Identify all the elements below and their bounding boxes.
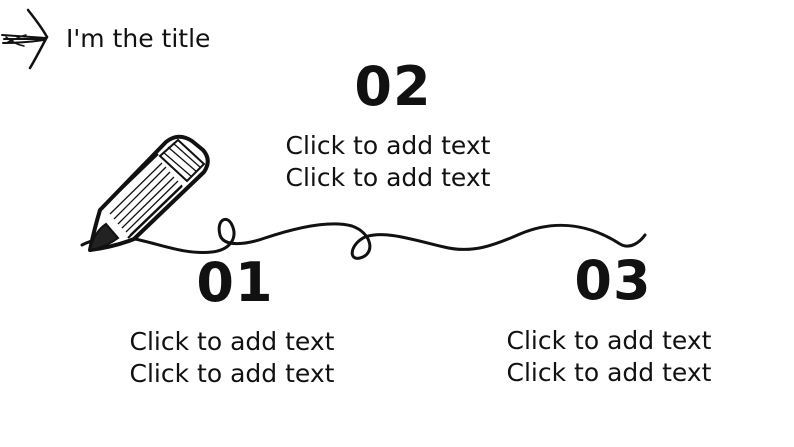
step-text-line: Click to add text	[285, 131, 491, 160]
wavy-line	[80, 217, 647, 260]
step-text-01[interactable]: Click to add text Click to add text	[112, 326, 352, 390]
step-text-line: Click to add text	[129, 327, 335, 356]
step-text-line: Click to add text	[506, 358, 712, 387]
step-text-line: Click to add text	[506, 326, 712, 355]
step-text-02[interactable]: Click to add text Click to add text	[268, 130, 508, 194]
step-number-01[interactable]: 01	[196, 251, 274, 314]
slide-title[interactable]: I'm the title	[66, 24, 211, 53]
arrow-sketch-icon	[1, 8, 49, 70]
step-number-03[interactable]: 03	[574, 249, 652, 312]
step-text-line: Click to add text	[129, 359, 335, 388]
step-text-03[interactable]: Click to add text Click to add text	[489, 325, 729, 389]
step-number-02[interactable]: 02	[354, 55, 432, 118]
step-text-line: Click to add text	[285, 163, 491, 192]
pencil-icon	[88, 134, 210, 252]
